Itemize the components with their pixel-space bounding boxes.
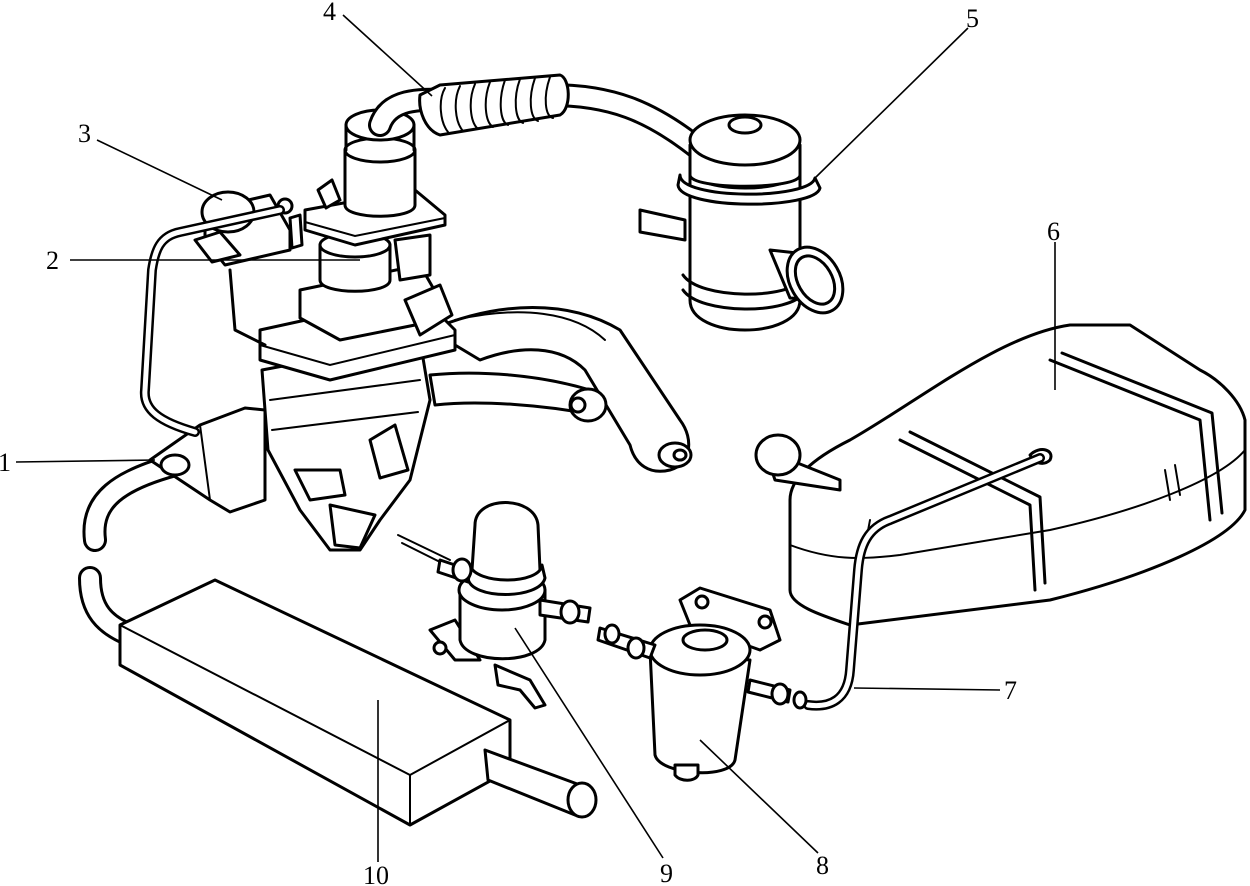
callout-2: 2 [46, 246, 59, 275]
leader-5 [814, 27, 969, 179]
callout-5: 5 [966, 4, 979, 33]
leader-4 [342, 14, 433, 97]
callout-labels: 1 2 3 4 5 6 7 8 9 10 [0, 0, 1060, 886]
callout-3: 3 [78, 119, 91, 148]
leader-1 [15, 459, 156, 463]
leader-lines [15, 14, 1056, 862]
fuel-filter [596, 586, 808, 782]
fuel-pump [428, 501, 592, 710]
callout-6: 6 [1047, 217, 1060, 246]
leader-3 [96, 139, 223, 201]
leader-7 [853, 687, 1001, 691]
callout-9: 9 [660, 859, 673, 886]
leader-9 [514, 627, 664, 859]
fuel-line [803, 453, 1045, 711]
callout-10: 10 [363, 861, 389, 886]
callout-8: 8 [816, 851, 829, 880]
muffler [78, 566, 598, 827]
manifold [82, 306, 693, 552]
callout-4: 4 [323, 0, 336, 26]
callout-7: 7 [1004, 676, 1017, 705]
control-unit [139, 190, 294, 437]
leader-8 [699, 739, 819, 854]
air-filter [638, 113, 845, 332]
carburetor-assembly [258, 108, 457, 382]
callout-1: 1 [0, 448, 11, 477]
heater-body [260, 338, 453, 569]
intake-hose [368, 73, 712, 162]
